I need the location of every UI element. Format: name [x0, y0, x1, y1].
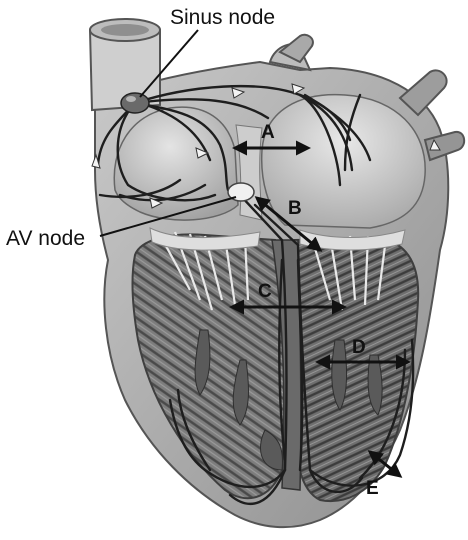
left-ventricle: [295, 238, 418, 501]
label-d: D: [352, 337, 366, 358]
label-e: E: [366, 478, 379, 499]
label-av-node: AV node: [6, 227, 85, 250]
label-a: A: [261, 122, 275, 143]
sinus-node: [121, 93, 149, 113]
left-atrium: [262, 95, 425, 228]
label-b: B: [288, 198, 302, 219]
label-c: C: [258, 281, 272, 302]
label-sinus-node: Sinus node: [170, 6, 275, 29]
